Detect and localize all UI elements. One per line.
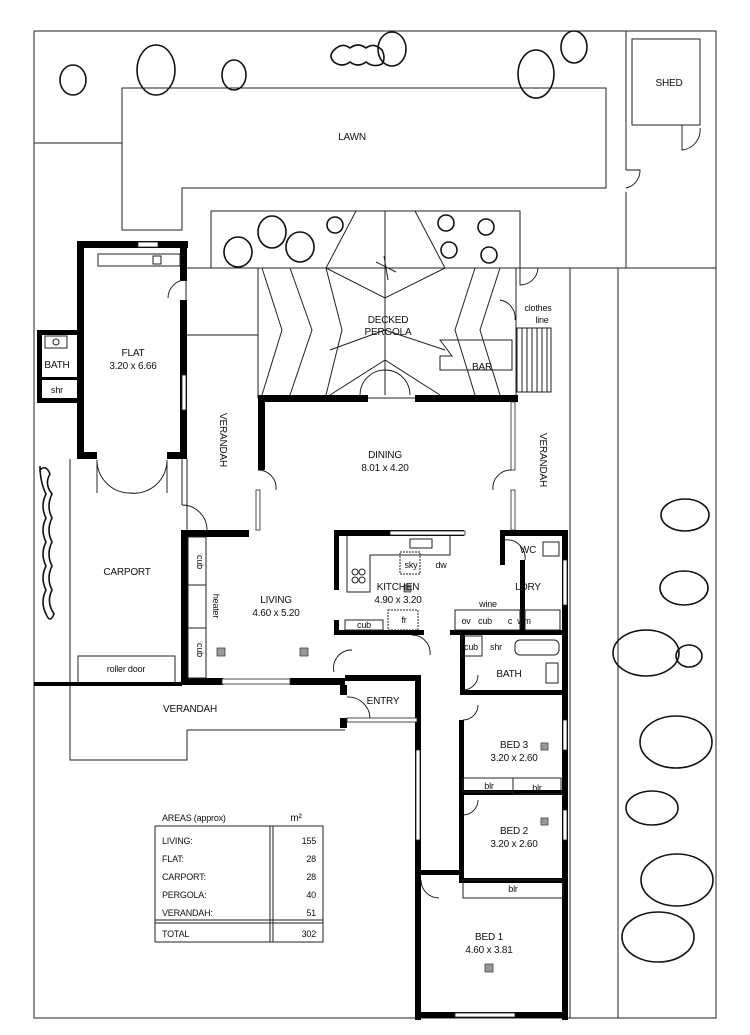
label-verandah-east: VERANDAH (537, 433, 548, 487)
label-verandah-west: VERANDAH (217, 413, 228, 467)
label-flat: FLAT (122, 348, 145, 359)
label-blr-3: blr (508, 884, 518, 894)
label-dw: dw (435, 560, 447, 570)
label-kitchen-dims: 4.90 x 3.20 (374, 595, 422, 606)
label-pergola-2: PERGOLA (365, 327, 412, 338)
house-walls (181, 395, 568, 1020)
label-cub-2: cub (195, 643, 205, 657)
property-boundary (33, 30, 717, 1019)
label-bath: BATH (496, 669, 521, 680)
label-carport: CARPORT (103, 567, 150, 578)
label-shr: shr (490, 642, 502, 652)
label-living-dims: 4.60 x 5.20 (252, 608, 300, 619)
label-cub-5: cub (464, 642, 478, 652)
label-bed2-dims: 3.20 x 2.60 (490, 839, 538, 850)
areas-row-label: VERANDAH: (162, 908, 213, 918)
label-roller-door: roller door (107, 664, 146, 674)
shed (631, 38, 701, 126)
lawn-area (121, 87, 607, 231)
label-cub-1: cub (195, 555, 205, 569)
label-flat-bath: BATH (44, 360, 69, 371)
label-entry: ENTRY (367, 696, 400, 707)
label-dining: DINING (368, 450, 402, 461)
label-ldry: LDRY (515, 582, 541, 593)
label-flat-shr: shr (51, 385, 63, 395)
label-c: c (508, 616, 513, 626)
label-verandah-front: VERANDAH (163, 704, 217, 715)
areas-table: AREAS (approx) m² LIVING: 155 FLAT: 28 C… (154, 813, 324, 943)
label-lawn: LAWN (338, 132, 366, 143)
label-living: LIVING (260, 595, 292, 606)
shed-door[interactable] (681, 125, 701, 151)
label-fr: fr (401, 615, 406, 625)
label-wc: WC (520, 545, 536, 556)
areas-row-label: FLAT: (162, 854, 184, 864)
areas-row-label: CARPORT: (162, 872, 206, 882)
areas-row-value: 40 (306, 890, 316, 900)
label-pergola-1: DECKED (368, 315, 408, 326)
areas-row-value: 51 (306, 908, 316, 918)
areas-total-label: TOTAL (162, 929, 189, 939)
areas-row-label: LIVING: (162, 836, 193, 846)
label-bed1: BED 1 (475, 932, 504, 943)
side-gate[interactable] (625, 169, 641, 189)
label-blr-2: blr (532, 783, 542, 793)
label-dining-dims: 8.01 x 4.20 (361, 463, 409, 474)
areas-row-value: 28 (306, 854, 316, 864)
label-cub-3: cub (357, 620, 371, 630)
dining-double-door[interactable] (359, 369, 411, 396)
steps (516, 327, 552, 393)
areas-total-value: 302 (302, 929, 317, 939)
trees (39, 30, 714, 963)
label-wm: wm (516, 616, 531, 626)
areas-title: AREAS (approx) (162, 813, 226, 823)
flat-door[interactable] (167, 279, 188, 299)
areas-row-value: 28 (306, 872, 316, 882)
flat-double-door[interactable] (96, 459, 168, 494)
label-clothes-line-2: line (535, 315, 548, 325)
entry-door[interactable] (346, 696, 371, 719)
label-kitchen: KITCHEN (377, 582, 420, 593)
dining-east-door[interactable] (492, 469, 512, 491)
bar (439, 339, 513, 371)
dining-west-door[interactable] (257, 469, 277, 491)
areas-row-value: 155 (302, 836, 317, 846)
label-flat-dims: 3.20 x 6.66 (109, 361, 157, 372)
label-shed: SHED (656, 78, 683, 89)
label-bed3-dims: 3.20 x 2.60 (490, 753, 538, 764)
label-blr-1: blr (484, 781, 494, 791)
label-wine: wine (478, 599, 497, 609)
label-bed1-dims: 4.60 x 3.81 (465, 945, 513, 956)
label-clothes-line-1: clothes (524, 303, 552, 313)
label-bar: BAR (472, 362, 492, 373)
label-bed2: BED 2 (500, 826, 529, 837)
deck-boards (261, 210, 501, 396)
flat-walls (37, 241, 188, 459)
label-cub-4: cub (478, 616, 492, 626)
label-heater: heater (211, 594, 221, 619)
label-sky: sky (405, 560, 419, 570)
areas-unit: m² (290, 813, 302, 824)
label-bed3: BED 3 (500, 740, 529, 751)
label-ov: ov (461, 616, 471, 626)
areas-row-label: PERGOLA: (162, 890, 206, 900)
